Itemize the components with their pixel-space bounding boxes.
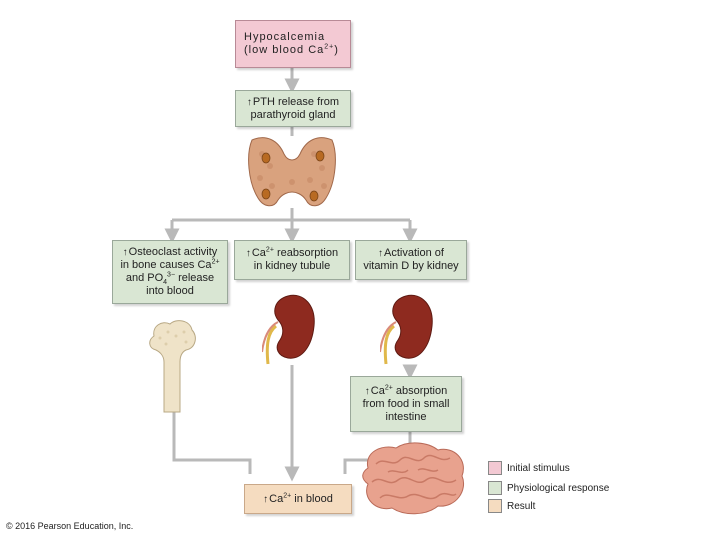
line-bone-to-result [172, 410, 252, 474]
vitamin-d-line2: vitamin D by kidney [363, 260, 459, 272]
pth-box: ↑PTH release from parathyroid gland [235, 90, 351, 127]
vitamin-d-line1: Activation of [384, 247, 444, 259]
reabsorption-line2: in kidney tubule [253, 260, 331, 272]
small-intestine-illustration [362, 442, 464, 515]
up-arrow-icon: ↑ [378, 248, 384, 259]
up-arrow-icon: ↑ [246, 96, 252, 108]
up-arrow-icon: ↑ [122, 247, 128, 258]
kidney-illustration [262, 294, 315, 365]
pth-line1: PTH release from [252, 95, 340, 108]
reabsorption-box: ↑Ca2+ reabsorption in kidney tubule [234, 240, 350, 280]
osteoclast-line2: in bone causes Ca2+ [120, 258, 220, 271]
copyright-notice: © 2016 Pearson Education, Inc. [6, 521, 134, 531]
pth-line2: parathyroid gland [250, 108, 336, 121]
legend-swatch-initial-stimulus [488, 461, 502, 475]
bone-illustration [149, 320, 196, 413]
absorption-line3: intestine [385, 410, 427, 423]
up-arrow-icon: ↑ [364, 385, 370, 397]
osteoclast-line3: and PO43− release [125, 271, 215, 287]
result-box: ↑Ca2+ in blood [244, 484, 352, 514]
legend-swatch-physiological-response [488, 481, 502, 495]
legend-label-result: Result [507, 501, 536, 512]
stimulus-line1: Hypocalcemia [244, 31, 326, 43]
legend-label-physiological-response: Physiological response [507, 483, 610, 494]
osteoclast-box: ↑Osteoclast activity in bone causes Ca2+… [112, 240, 228, 304]
stimulus-box: Hypocalcemia (low blood Ca2+) [235, 20, 351, 68]
osteoclast-line1: Osteoclast activity [128, 246, 218, 258]
kidney-illustration [380, 294, 433, 365]
legend-label-initial-stimulus: Initial stimulus [507, 463, 570, 474]
legend-swatch-result [488, 499, 502, 513]
vitamin-d-box: ↑Activation of vitamin D by kidney [355, 240, 467, 280]
absorption-line2: from food in small [362, 397, 450, 410]
absorption-box: ↑Ca2+ absorption from food in small inte… [350, 376, 462, 432]
up-arrow-icon: ↑ [245, 248, 251, 259]
stimulus-line2: (low blood Ca2+) [244, 43, 339, 56]
parathyroid-gland-illustration [248, 137, 336, 207]
up-arrow-icon: ↑ [263, 493, 269, 505]
osteoclast-line4: into blood [146, 285, 194, 297]
